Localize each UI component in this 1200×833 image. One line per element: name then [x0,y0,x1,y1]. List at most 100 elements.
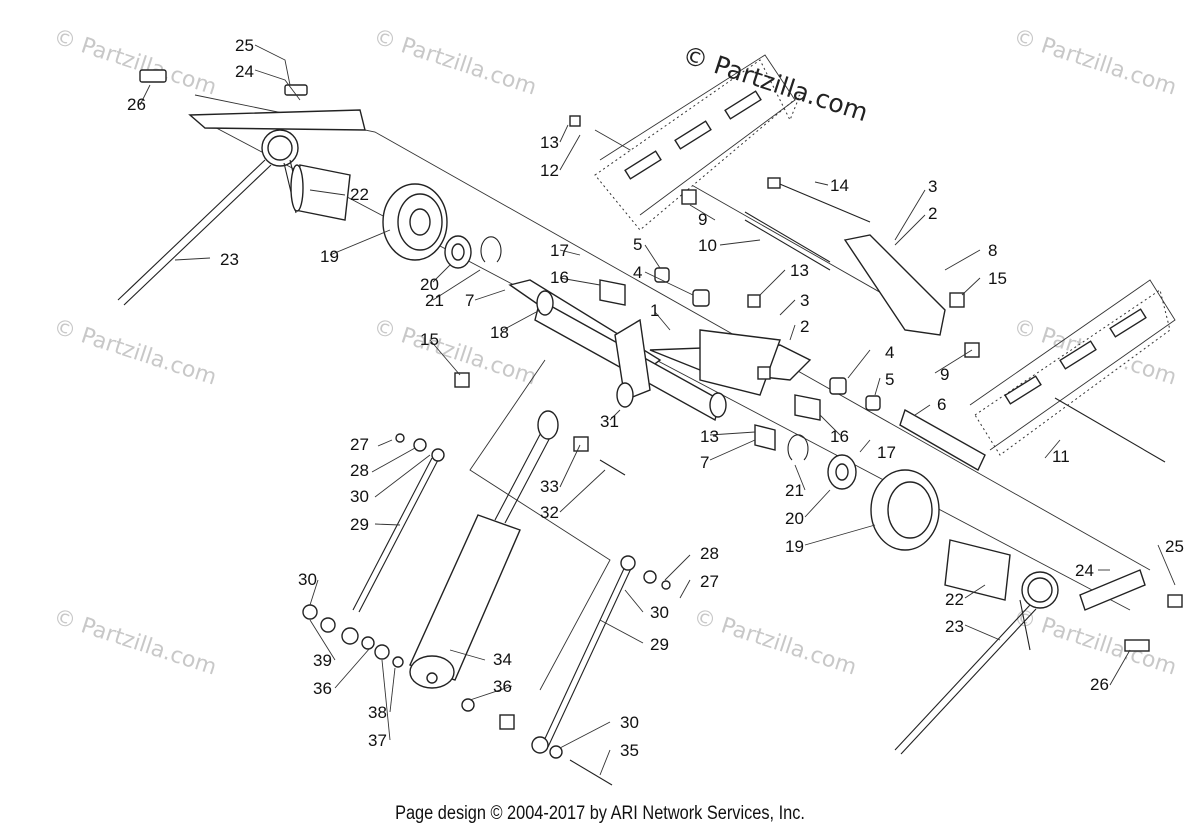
callout-number: 11 [1052,447,1070,466]
shaft-10 [744,211,831,263]
callout-number: 16 [550,268,569,287]
callout-number: 27 [350,435,369,454]
axis-line [204,121,1131,611]
shock-absorber [409,410,559,689]
bushing-30 [620,555,636,571]
callout-number: 3 [800,291,809,310]
callout-number: 4 [633,263,642,282]
callout-number: 3 [928,177,937,196]
bolt-11 [1054,397,1166,463]
nut-13-c [757,366,771,380]
bearing-lower-inner [835,463,849,481]
callout-number: 30 [650,603,669,622]
link-rod-29-right [541,559,629,746]
callout-number: 13 [790,261,809,280]
callout-number: 9 [698,210,707,229]
callout-number: 21 [785,481,804,500]
spacer-5-lower [865,395,881,411]
leader-lines [139,44,1176,776]
nut-15-right [949,292,965,308]
nut-15-left [454,372,470,388]
callout-number: 32 [540,503,559,522]
callout-number: 27 [700,572,719,591]
nut-39 [302,604,318,620]
snap-ring-lower [787,434,809,461]
bushing-16-upper [599,279,626,306]
bushing-9-upper [681,189,697,205]
callout-number: 20 [420,275,439,294]
nut-13-a [569,115,581,127]
shaft-6 [899,408,986,471]
callout-number: 28 [350,461,369,480]
bushing-30 [531,736,549,754]
callout-number: 13 [540,133,559,152]
washer-37 [374,644,390,660]
spacer-4-lower [829,377,847,395]
washer-28 [661,580,671,590]
callout-number: 24 [1075,561,1094,580]
rear-arm-frame [508,279,812,422]
callout-number: 6 [937,395,946,414]
footer-copyright: Page design © 2004-2017 by ARI Network S… [395,803,805,824]
tube-22-upper [290,164,351,221]
callout-number: 13 [700,427,719,446]
bushing-16-lower [794,394,821,421]
callout-number: 35 [620,741,639,760]
tube-22-lower [944,539,1011,601]
callout-number: 28 [700,544,719,563]
bushing-30 [431,448,445,462]
bolt-32 [599,459,626,476]
nut-13-b [747,294,761,308]
callout-number: 17 [550,241,569,260]
callout-number: 22 [945,590,964,609]
callout-number: 30 [298,570,317,589]
link-rod-29-right-edge [547,561,635,748]
callout-number: 23 [220,250,239,269]
side-rail-left [594,54,801,231]
washer-36 [361,636,375,650]
callout-number: 19 [320,247,339,266]
callout-number: 29 [350,515,369,534]
callout-number: 17 [877,443,896,462]
callout-number: 37 [368,731,387,750]
bushing-30 [643,570,657,584]
callout-number: 5 [633,235,642,254]
spacer-4-upper [692,289,710,307]
callout-number: 12 [540,161,559,180]
callout-number: 10 [698,236,717,255]
bracket-8 [843,234,946,336]
callout-number: 33 [540,477,559,496]
washer-28 [395,433,405,443]
callout-number: 24 [235,62,254,81]
callout-number: 15 [988,269,1007,288]
callout-number: 26 [127,95,146,114]
bushing-30 [341,627,359,645]
callout-number: 5 [885,370,894,389]
callout-number: 38 [368,703,387,722]
callout-number: 2 [800,317,809,336]
spring-bracket-right [894,569,1183,755]
callout-number: 19 [785,537,804,556]
callout-number: 7 [465,291,474,310]
snap-ring-upper [480,236,502,263]
callout-number: 36 [313,679,332,698]
spring-bracket-left [117,69,366,306]
bolt-35 [569,759,613,786]
callout-number: 9 [940,365,949,384]
washer-36 [461,698,475,712]
callout-number: 39 [313,651,332,670]
callout-number: 18 [490,323,509,342]
axis-line [469,359,611,691]
callout-number: 2 [928,204,937,223]
callout-number: 16 [830,427,849,446]
idler-wheel-upper [382,183,448,261]
bolt-14 [774,181,871,223]
callout-number: 20 [785,509,804,528]
link-rod-29-left [352,457,433,611]
washer-38 [392,656,404,668]
callout-number: 14 [830,176,849,195]
side-rail-right [969,279,1176,456]
